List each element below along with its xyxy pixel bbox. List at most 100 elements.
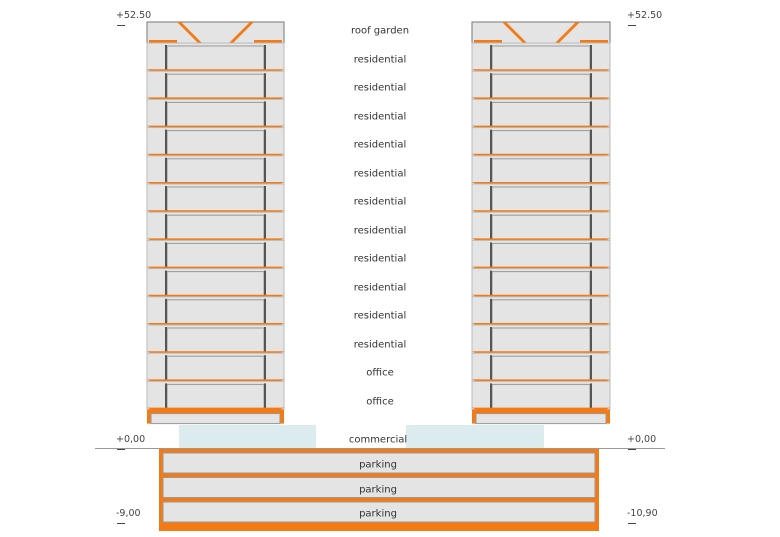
column [165,270,167,297]
floor-label: roof garden [350,25,410,37]
floor-room [491,327,591,353]
floor-room [166,158,265,184]
roof-parapet [471,21,611,44]
floor-room [166,45,265,71]
column [590,101,592,128]
floor-room [491,158,591,184]
level-ground-left: +0,00 [116,434,146,450]
roof-garden-slope [554,22,580,44]
column [490,157,492,184]
column [264,157,266,184]
column [264,101,266,128]
roof-garden-slope [502,22,528,44]
floor-room [166,355,265,381]
parking-label: parking [359,459,397,471]
column [590,157,592,184]
column [490,45,492,72]
column [165,186,167,213]
floor-room [166,130,265,156]
column [490,186,492,213]
column [490,327,492,354]
column [165,242,167,269]
floor-label: residential [353,196,407,208]
floor-room [491,45,591,71]
column [264,355,266,382]
column [590,355,592,382]
roof-slab [580,24,608,44]
parking-level [162,452,596,474]
column [590,214,592,241]
column [590,73,592,100]
floor-room [166,327,265,353]
column [590,327,592,354]
roof-slab [254,24,282,44]
floor-label: residential [353,339,407,350]
column [490,214,492,241]
floor-label: residential [353,111,407,122]
level-ground-right: +0,00 [627,434,657,450]
column [165,101,167,128]
floor-room [166,73,265,99]
floor-label: office [366,396,394,407]
floor-room [491,73,591,99]
parking-level [162,501,596,523]
column [590,45,592,72]
parking-label: parking [359,484,397,495]
roof-garden-slope [177,22,203,44]
floor-room [166,271,265,297]
floor-room [491,271,591,297]
level-bottom-right: -10,90 [627,508,658,524]
floor-room [491,130,591,156]
parking-label: parking [359,508,397,520]
floor-label: residential [353,253,407,265]
column [165,73,167,100]
floor-label: residential [353,168,407,179]
floor-label: residential [353,82,407,94]
column [165,298,167,325]
floor-room [491,299,591,325]
column [590,129,592,156]
column [165,129,167,156]
column [264,270,266,297]
column [490,129,492,156]
column [165,383,167,410]
commercial-glass-right [406,425,544,448]
level-top-right: +52.50 [627,10,663,26]
roof-slab [474,24,502,44]
column [165,157,167,184]
column [264,298,266,325]
column [264,186,266,213]
floor-room [166,383,265,410]
column [590,270,592,297]
roof-garden-slope [228,22,254,44]
floor-room [491,383,591,410]
floor-room [166,299,265,325]
column [590,186,592,213]
column [490,101,492,128]
column [490,355,492,382]
column [264,327,266,354]
column [165,355,167,382]
base-room [150,413,281,425]
column [264,242,266,269]
parking-level [162,477,596,498]
floor-label: residential [353,139,407,151]
column [165,45,167,72]
column [264,129,266,156]
roof-slab [149,24,177,44]
floor-room [491,355,591,381]
column [264,383,266,410]
floor-label: office [366,367,394,379]
column [590,242,592,269]
column [490,270,492,297]
label-commercial: commercial [348,434,408,446]
floor-room [166,101,265,128]
level-bottom-left: -9,00 [116,508,141,524]
floor-room [491,242,591,269]
floor-label: residential [353,282,407,293]
commercial-glass-left [179,425,316,448]
floor-label: residential [353,225,407,236]
column [590,383,592,410]
column [264,73,266,100]
